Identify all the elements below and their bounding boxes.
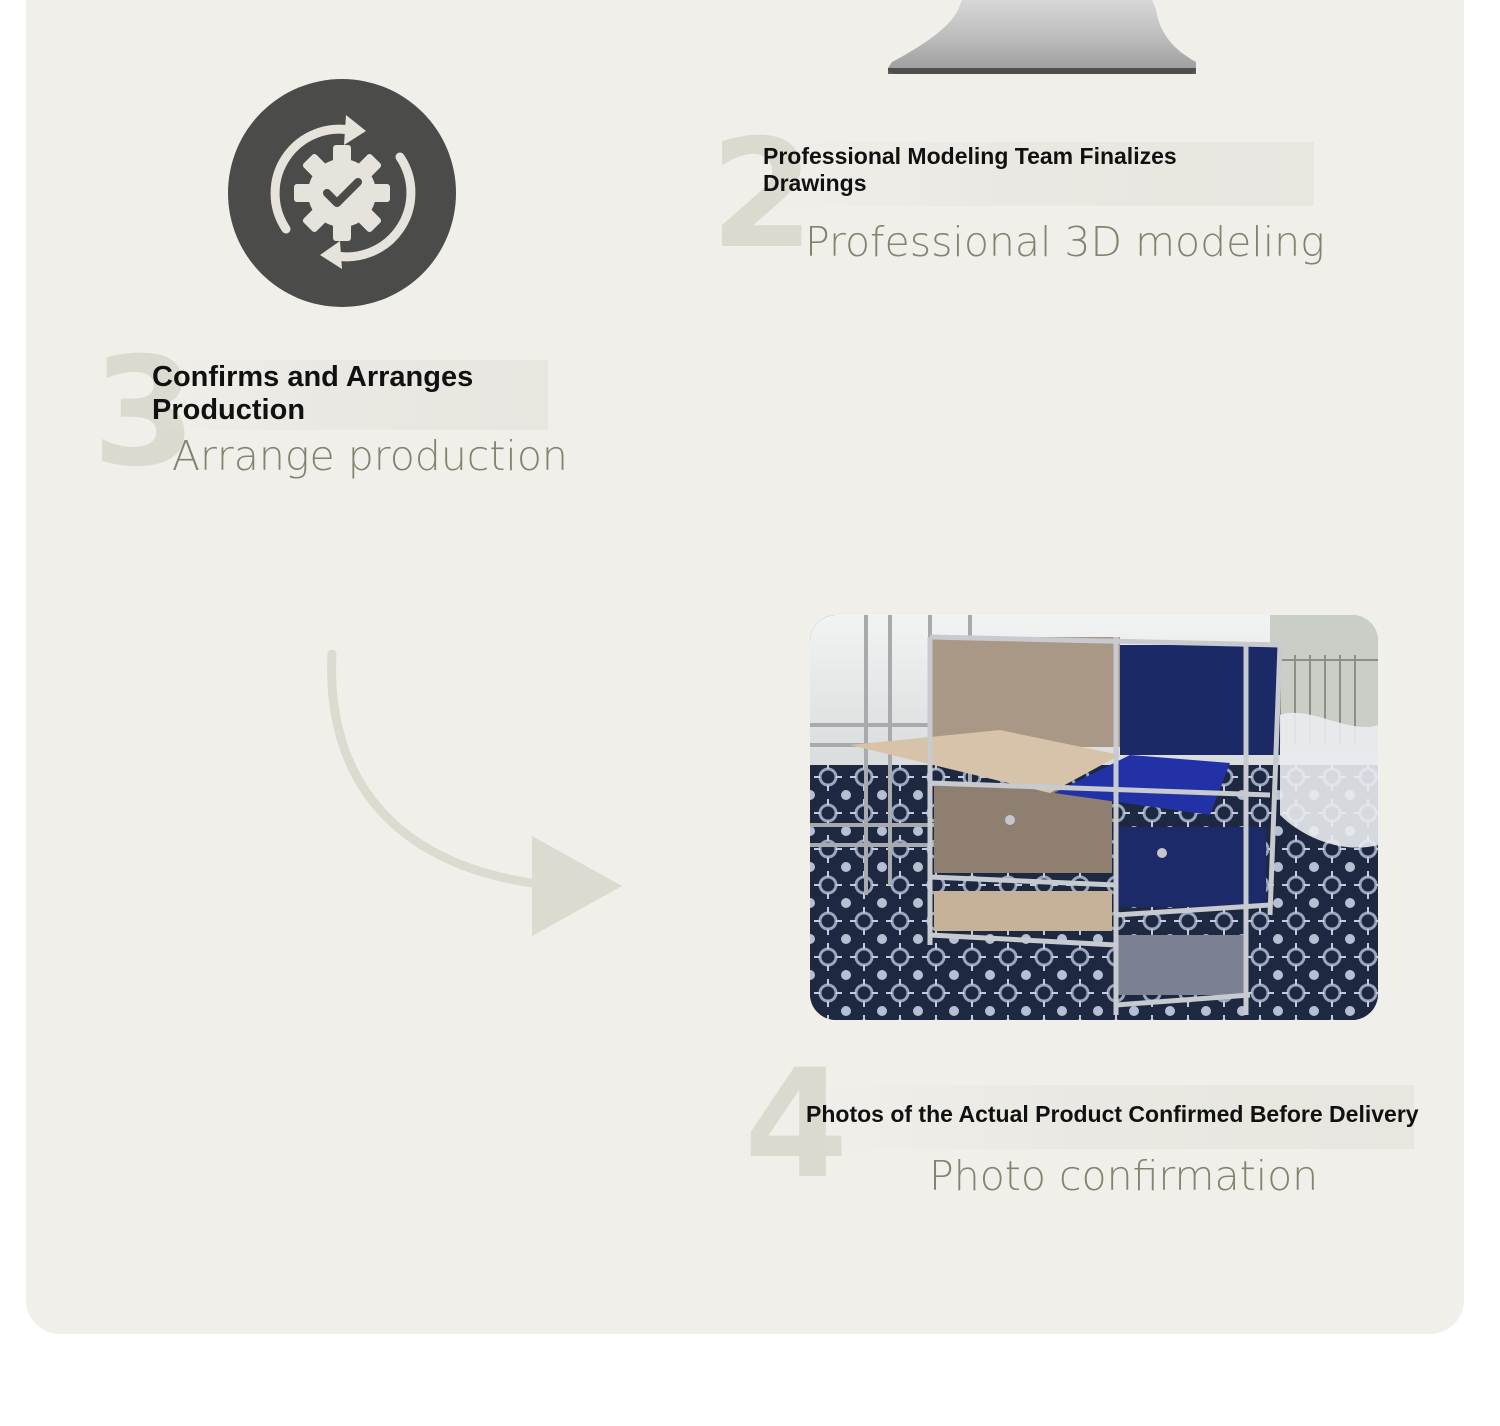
modular-furniture-cabinet-photo — [810, 615, 1378, 1020]
monitor-stand-image — [888, 0, 1200, 81]
step-3-subtitle: Arrange production — [172, 432, 568, 480]
step-4-title-band — [816, 1085, 1414, 1149]
process-steps-panel: 2 Professional Modeling Team Finalizes D… — [26, 0, 1464, 1334]
step-3-title-band — [152, 360, 548, 430]
gear-check-refresh-icon — [228, 79, 456, 307]
curved-arrow-icon — [326, 649, 626, 955]
step-2-title: Professional Modeling Team Finalizes Dra… — [763, 143, 1177, 196]
step-4-title: Photos of the Actual Product Confirmed B… — [806, 1101, 1419, 1127]
step-3-title: Confirms and Arranges Production — [152, 361, 474, 426]
step-2-subtitle: Professional 3D modeling — [805, 218, 1325, 266]
step-4-subtitle: Photo confirmation — [929, 1152, 1319, 1200]
step-2-title-band — [766, 142, 1314, 206]
